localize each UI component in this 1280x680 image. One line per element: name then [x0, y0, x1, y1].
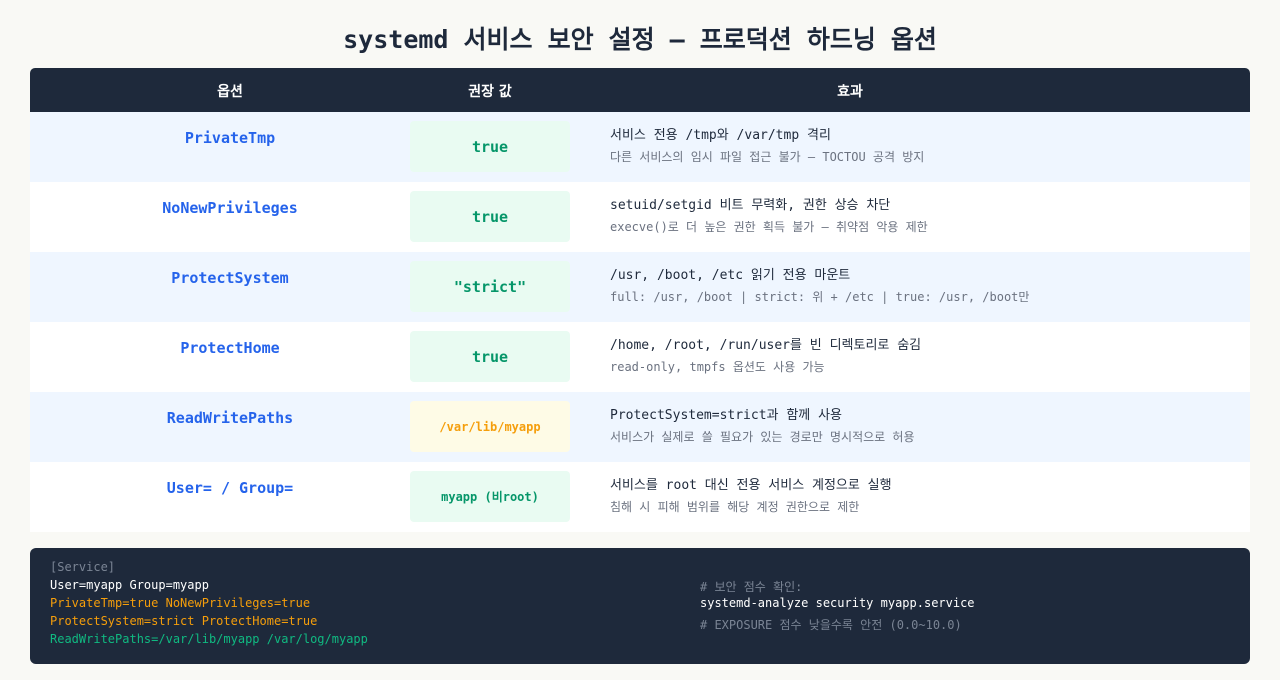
effect-text: /usr, /boot, /etc 읽기 전용 마운트 [610, 268, 851, 283]
table-row: PrivateTmp true 서비스 전용 /tmp와 /var/tmp 격리… [30, 112, 1250, 182]
table-header: 옵션 권장 값 효과 [30, 68, 1250, 112]
recommended-value: myapp (비root) [410, 471, 570, 522]
recommended-value: "strict" [410, 261, 570, 312]
option-name: ProtectSystem [171, 269, 289, 287]
header-effect: 효과 [837, 84, 863, 100]
code-comment-1: # 보안 점수 확인: [700, 580, 803, 594]
recommended-value: true [410, 331, 570, 382]
page-title: systemd 서비스 보안 설정 — 프로덕션 하드닝 옵션 [343, 25, 937, 54]
options-table: 옵션 권장 값 효과 PrivateTmp true 서비스 전용 /tmp와 … [30, 68, 1250, 532]
table-row: NoNewPrivileges true setuid/setgid 비트 무력… [30, 182, 1250, 252]
option-name: ProtectHome [180, 339, 280, 357]
effect-detail: 서비스가 실제로 쓸 필요가 있는 경로만 명시적으로 허용 [610, 430, 915, 444]
effect-text: ProtectSystem=strict과 함께 사용 [610, 408, 842, 423]
code-line-2: ProtectSystem=strict ProtectHome=true [50, 614, 318, 628]
recommended-value: true [410, 191, 570, 242]
option-name: NoNewPrivileges [162, 199, 298, 217]
code-section-header: [Service] [50, 560, 116, 574]
table-row: ProtectHome true /home, /root, /run/user… [30, 322, 1250, 392]
effect-text: 서비스 전용 /tmp와 /var/tmp 격리 [610, 128, 831, 143]
effect-detail: 침해 시 피해 범위를 해당 계정 권한으로 제한 [610, 500, 860, 514]
code-user-line: User=myapp Group=myapp [50, 578, 209, 592]
header-value: 권장 값 [468, 84, 512, 100]
effect-detail: 다른 서비스의 임시 파일 접근 불가 — TOCTOU 공격 방지 [610, 150, 925, 164]
option-name: User= / Group= [166, 479, 294, 497]
table-row: ReadWritePaths /var/lib/myapp ProtectSys… [30, 392, 1250, 462]
table-row: ProtectSystem "strict" /usr, /boot, /etc… [30, 252, 1250, 322]
effect-detail: full: /usr, /boot | strict: 위 + /etc | t… [610, 290, 1030, 304]
option-name: ReadWritePaths [166, 409, 294, 427]
effect-text: /home, /root, /run/user를 빈 디렉토리로 숨김 [610, 338, 922, 353]
code-comment-2: # EXPOSURE 점수 낮을수록 안전 (0.0~10.0) [700, 618, 962, 632]
recommended-value: /var/lib/myapp [410, 401, 570, 452]
effect-text: setuid/setgid 비트 무력화, 권한 상승 차단 [610, 198, 891, 213]
code-block: [Service] User=myapp Group=myapp Private… [30, 548, 1250, 664]
header-option: 옵션 [217, 84, 243, 100]
effect-detail: read-only, tmpfs 옵션도 사용 가능 [610, 360, 825, 374]
code-line-1: PrivateTmp=true NoNewPrivileges=true [50, 596, 311, 610]
code-command: systemd-analyze security myapp.service [700, 596, 975, 610]
recommended-value: true [410, 121, 570, 172]
effect-detail: execve()로 더 높은 권한 획득 불가 — 취약점 악용 제한 [610, 220, 928, 234]
code-line-3: ReadWritePaths=/var/lib/myapp /var/log/m… [50, 632, 368, 646]
table-row: User= / Group= myapp (비root) 서비스를 root 대… [30, 462, 1250, 532]
option-name: PrivateTmp [184, 129, 276, 147]
effect-text: 서비스를 root 대신 전용 서비스 계정으로 실행 [610, 478, 892, 493]
